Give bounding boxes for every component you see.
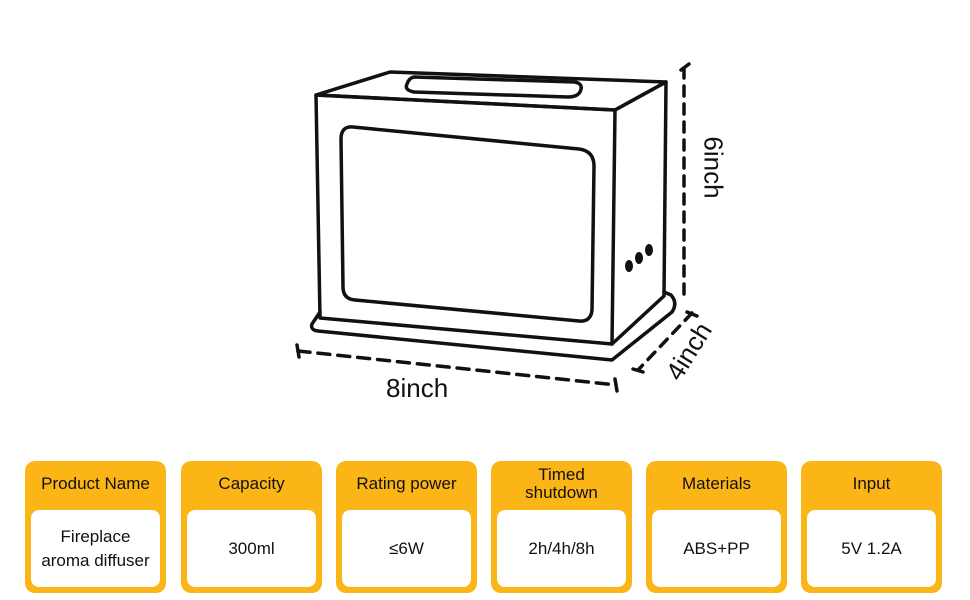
width-dimension-line	[296, 349, 618, 387]
product-outline-diagram	[295, 62, 699, 393]
height-label: 6inch	[698, 136, 729, 199]
spec-cards: Product Name Fireplace aroma diffuser Ca…	[25, 461, 945, 593]
spec-label: Rating power	[356, 474, 457, 493]
spec-label: Timed shutdown	[525, 465, 598, 502]
top-slot	[404, 75, 583, 99]
spec-label: Capacity	[218, 474, 285, 493]
spec-value: 300ml	[187, 510, 316, 587]
spec-value: 2h/4h/8h	[497, 510, 626, 587]
spec-label: Product Name	[41, 474, 150, 493]
spec-label: Materials	[682, 474, 751, 493]
spec-card-rating-power: Rating power ≤6W	[336, 461, 477, 593]
spec-value: Fireplace aroma diffuser	[31, 510, 160, 587]
box-side-face	[610, 80, 668, 346]
spec-card-input: Input 5V 1.2A	[801, 461, 942, 593]
box-front-face	[314, 93, 617, 346]
spec-value: 5V 1.2A	[807, 510, 936, 587]
spec-value: ≤6W	[342, 510, 471, 587]
spec-card-timed-shutdown: Timed shutdown 2h/4h/8h	[491, 461, 632, 593]
side-buttons	[625, 244, 653, 272]
box-base	[309, 290, 677, 362]
spec-value: ABS+PP	[652, 510, 781, 587]
spec-card-product-name: Product Name Fireplace aroma diffuser	[25, 461, 166, 593]
spec-card-materials: Materials ABS+PP	[646, 461, 787, 593]
front-window	[339, 125, 596, 323]
depth-dimension-line	[636, 311, 694, 372]
width-label: 8inch	[386, 373, 449, 403]
spec-card-capacity: Capacity 300ml	[181, 461, 322, 593]
spec-label: Input	[852, 474, 891, 493]
